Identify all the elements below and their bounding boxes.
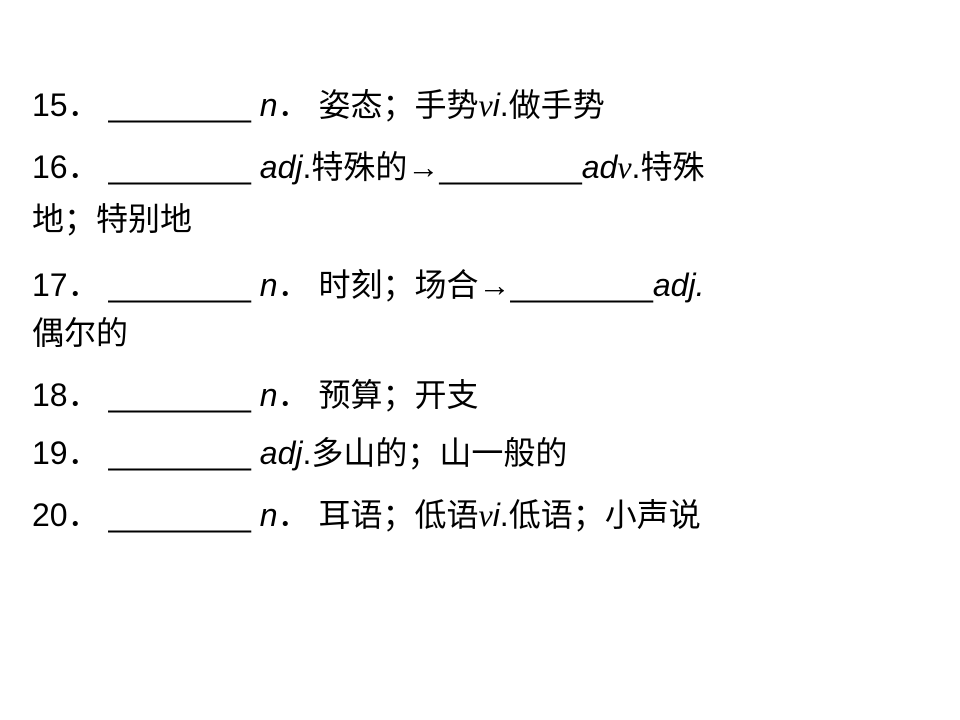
part-of-speech-2-v: v bbox=[617, 149, 632, 185]
part-of-speech: n bbox=[259, 497, 278, 533]
part-of-speech: n bbox=[259, 87, 278, 123]
item-16-continuation: 地；特别地 bbox=[32, 201, 193, 237]
definition: 姿态；手势 bbox=[318, 87, 479, 123]
part-of-speech: n bbox=[259, 377, 278, 413]
answer-blank-2: ________ bbox=[510, 267, 653, 303]
part-of-speech-2-v: v bbox=[478, 87, 493, 123]
answer-blank: ________ bbox=[108, 149, 251, 185]
separator: ． bbox=[277, 267, 310, 303]
part-of-speech-2-ad: ad bbox=[581, 149, 618, 185]
part-of-speech-2: adj. bbox=[652, 267, 705, 303]
definition: .多山的；山一般的 bbox=[302, 435, 568, 471]
item-20: 20． ________ n． 耳语；低语vi.低语；小声说 bbox=[32, 490, 701, 540]
item-number: 19． bbox=[32, 435, 100, 471]
definition-2: .低语；小声说 bbox=[499, 497, 701, 533]
definition-2: .特殊 bbox=[631, 149, 705, 185]
answer-blank: ________ bbox=[108, 87, 251, 123]
part-of-speech-2-i: i bbox=[492, 87, 500, 123]
definition: .特殊的→ bbox=[302, 149, 440, 185]
definition: 预算；开支 bbox=[318, 377, 479, 413]
answer-blank-2: ________ bbox=[439, 149, 582, 185]
item-15: 15． ________ n． 姿态；手势vi.做手势 bbox=[32, 80, 605, 130]
item-number: 20． bbox=[32, 497, 100, 533]
item-19: 19． ________ adj.多山的；山一般的 bbox=[32, 428, 567, 478]
item-number: 15． bbox=[32, 87, 100, 123]
part-of-speech: adj bbox=[259, 149, 303, 185]
definition: 耳语；低语 bbox=[318, 497, 479, 533]
part-of-speech: adj bbox=[259, 435, 303, 471]
item-number: 18． bbox=[32, 377, 100, 413]
answer-blank: ________ bbox=[108, 435, 251, 471]
part-of-speech: n bbox=[259, 267, 278, 303]
part-of-speech-2-i: i bbox=[492, 497, 500, 533]
answer-blank: ________ bbox=[108, 377, 251, 413]
part-of-speech-2-v: v bbox=[478, 497, 493, 533]
item-number: 16． bbox=[32, 149, 100, 185]
item-17: 17． ________ n． 时刻；场合→________adj. bbox=[32, 260, 704, 310]
separator: ． bbox=[277, 87, 310, 123]
definition: 时刻；场合→ bbox=[318, 267, 511, 303]
item-number: 17． bbox=[32, 267, 100, 303]
item-18: 18． ________ n． 预算；开支 bbox=[32, 370, 478, 420]
item-16: 16． ________ adj.特殊的→________adv.特殊 bbox=[32, 142, 704, 192]
answer-blank: ________ bbox=[108, 497, 251, 533]
separator: ． bbox=[277, 377, 310, 413]
item-17-continuation: 偶尔的 bbox=[32, 315, 129, 351]
definition-2: .做手势 bbox=[499, 87, 605, 123]
separator: ． bbox=[277, 497, 310, 533]
answer-blank: ________ bbox=[108, 267, 251, 303]
